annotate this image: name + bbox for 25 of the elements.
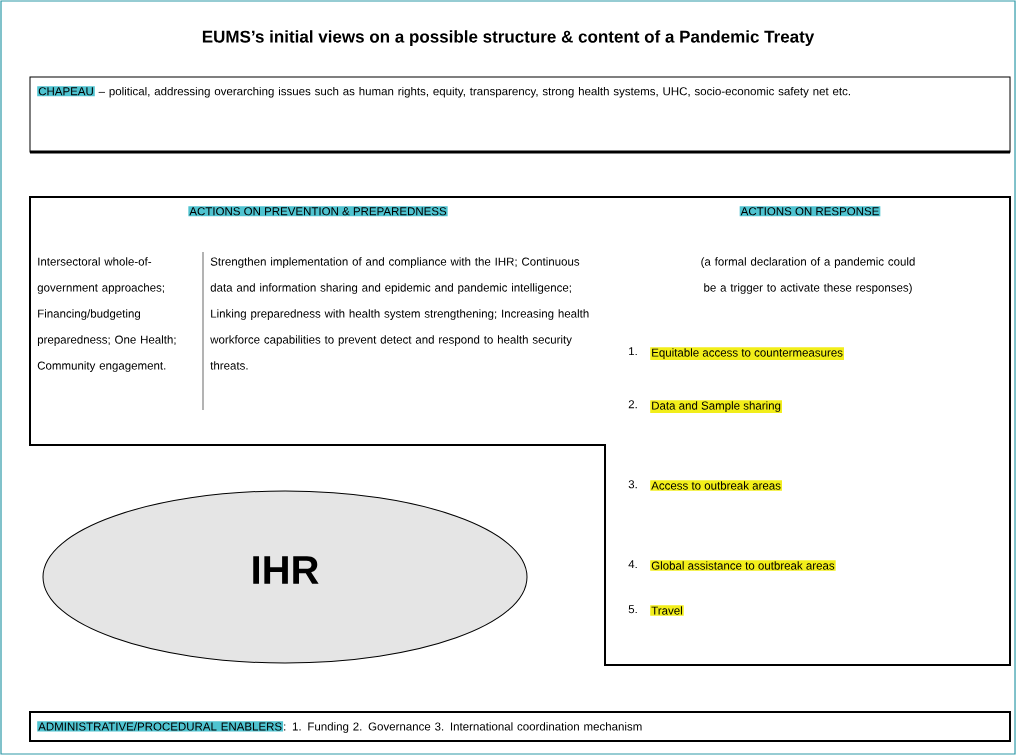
- highlighted-heading: CHAPEAU: [37, 86, 95, 97]
- body-text: : 1. Funding 2. Governance 3. International coordination mechanism: [284, 722, 642, 733]
- highlighted-heading: ACTIONS ON PREVENTION & PREPAREDNESS: [188, 206, 448, 217]
- list-number: 4.: [628, 560, 637, 569]
- title: EUMS’s initial views on a possible structure & content of a Pandemic Treaty: [202, 30, 815, 47]
- body-text: Intersectoral whole-of-government approaches; Financing/budgeting preparedness; One Health; Community engagement.: [37, 257, 176, 372]
- highlighted-item: Travel: [650, 605, 684, 616]
- highlighted-item: Access to outbreak areas: [650, 480, 782, 491]
- ellipse-label: IHR: [253, 556, 319, 584]
- highlighted-heading: ADMINISTRATIVE/PROCEDURAL ENABLERS: [37, 721, 284, 732]
- chapeau-box: [29, 76, 1011, 154]
- list-number: 1.: [629, 347, 637, 356]
- body-text: Strengthen implementation of and compliance with the IHR; Continuous data and information sharing and epidemic and pandemic intelligence; Linking preparedness with health system strengthening; Increasing health workforce capabilities to prevent detect and respond to health security threats.: [210, 257, 589, 370]
- list-number: 3.: [628, 480, 637, 489]
- list-number: 2.: [628, 400, 637, 409]
- highlighted-item: Global assistance to outbreak areas: [650, 560, 836, 571]
- highlighted-item: Data and Sample sharing: [650, 400, 782, 413]
- enablers-box: [29, 711, 1011, 742]
- highlighted-heading: ACTIONS ON RESPONSE: [739, 206, 881, 217]
- body-text: (a formal declaration of a pandemic could be a trigger to activate these responses): [701, 257, 915, 294]
- body-text: – political, addressing overarching issues such as human rights, equity, transparency, strong health systems, UHC, socio-economic safety net etc.: [98, 86, 850, 98]
- highlighted-item: Equitable access to countermeasures: [650, 347, 844, 360]
- actions-panel: [29, 196, 1011, 666]
- list-number: 5.: [628, 605, 637, 614]
- ellipse: [42, 490, 528, 664]
